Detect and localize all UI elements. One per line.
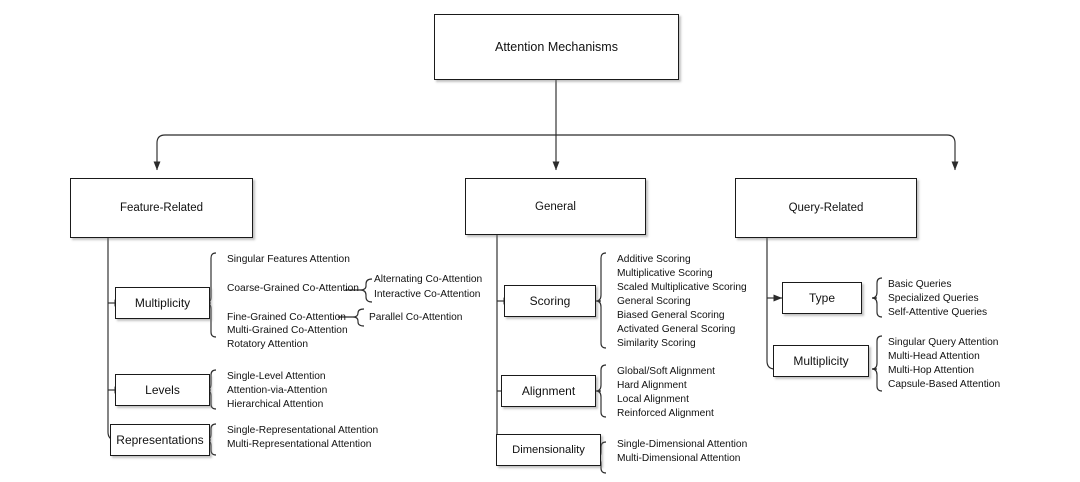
- brace-scoring: [595, 252, 607, 349]
- node-feature-related[interactable]: Feature-Related: [70, 178, 253, 238]
- node-query-related[interactable]: Query-Related: [735, 178, 917, 238]
- leaf-activated-general-scoring: Activated General Scoring: [617, 324, 736, 335]
- node-general[interactable]: General: [465, 178, 646, 235]
- leaf-multiplicative-scoring: Multiplicative Scoring: [617, 268, 713, 279]
- leaf-multi-hop-attention: Multi-Hop Attention: [888, 365, 975, 376]
- node-representations[interactable]: Representations: [110, 424, 210, 456]
- leaf-single-dimensional-attention: Single-Dimensional Attention: [617, 439, 748, 450]
- node-label: General: [535, 200, 576, 213]
- node-multiplicity-feature[interactable]: Multiplicity: [115, 287, 210, 319]
- leaf-coarse-grained-co-attention: Coarse-Grained Co-Attention: [227, 283, 359, 294]
- leaf-single-level-attention: Single-Level Attention: [227, 371, 326, 382]
- leaf-basic-queries: Basic Queries: [888, 279, 952, 290]
- leaf-local-alignment: Local Alignment: [617, 394, 689, 405]
- leaf-multi-head-attention: Multi-Head Attention: [888, 351, 980, 362]
- node-label: Representations: [116, 433, 204, 447]
- leaf-interactive-co-attention: Interactive Co-Attention: [374, 289, 481, 300]
- edge-root-to-query: [556, 134, 959, 171]
- leaf-additive-scoring: Additive Scoring: [617, 254, 691, 265]
- leaf-attention-via-attention: Attention-via-Attention: [227, 385, 328, 396]
- leaf-multi-dimensional-attention: Multi-Dimensional Attention: [617, 453, 741, 464]
- leaf-similarity-scoring: Similarity Scoring: [617, 338, 696, 349]
- leaf-capsule-based-attention: Capsule-Based Attention: [888, 379, 1001, 390]
- node-multiplicity-query[interactable]: Multiplicity: [773, 345, 869, 377]
- edge-feature-spine: [107, 238, 124, 444]
- leaf-singular-query-attention: Singular Query Attention: [888, 337, 999, 348]
- node-label: Scoring: [529, 294, 571, 308]
- node-label: Type: [808, 291, 835, 305]
- leaf-hierarchical-attention: Hierarchical Attention: [227, 399, 324, 410]
- leaf-singular-features-attention: Singular Features Attention: [227, 254, 350, 265]
- node-label: Alignment: [521, 384, 576, 398]
- node-levels[interactable]: Levels: [115, 374, 210, 406]
- node-dimensionality[interactable]: Dimensionality: [496, 434, 601, 466]
- edge-root-to-feature: [153, 134, 556, 171]
- leaf-fine-grained-co-attention: Fine-Grained Co-Attention: [227, 312, 346, 323]
- leaf-self-attentive-queries: Self-Attentive Queries: [888, 307, 988, 318]
- node-label: Multiplicity: [793, 354, 849, 368]
- leaf-scaled-multiplicative-scoring: Scaled Multiplicative Scoring: [617, 282, 747, 293]
- node-type[interactable]: Type: [782, 282, 862, 314]
- leaf-reinforced-alignment: Reinforced Alignment: [617, 408, 714, 419]
- leaf-alternating-co-attention: Alternating Co-Attention: [374, 274, 483, 285]
- node-label: Dimensionality: [512, 444, 585, 456]
- node-label: Query-Related: [788, 202, 864, 214]
- node-label: Levels: [145, 383, 180, 397]
- node-label: Multiplicity: [134, 296, 191, 310]
- leaf-single-representational-attention: Single-Representational Attention: [227, 425, 379, 436]
- leaf-multi-representational-attention: Multi-Representational Attention: [227, 439, 372, 450]
- leaf-multi-grained-co-attention: Multi-Grained Co-Attention: [227, 325, 348, 336]
- node-label: Attention Mechanisms: [495, 40, 618, 54]
- edge-general-spine: [496, 235, 513, 462]
- leaf-rotatory-attention: Rotatory Attention: [227, 339, 308, 350]
- leaf-biased-general-scoring: Biased General Scoring: [617, 310, 725, 321]
- leaf-global-soft-alignment: Global/Soft Alignment: [617, 366, 715, 377]
- leaf-general-scoring: General Scoring: [617, 296, 691, 307]
- node-attention-mechanisms[interactable]: Attention Mechanisms: [434, 14, 679, 80]
- brace-type: [871, 277, 883, 318]
- leaf-hard-alignment: Hard Alignment: [617, 380, 687, 391]
- brace-alignment: [595, 364, 607, 418]
- leaf-parallel-co-attention: Parallel Co-Attention: [369, 312, 463, 323]
- node-scoring[interactable]: Scoring: [504, 285, 596, 317]
- brace-multiplicity-query: [871, 335, 883, 392]
- leaf-specialized-queries: Specialized Queries: [888, 293, 979, 304]
- node-alignment[interactable]: Alignment: [501, 375, 596, 407]
- node-label: Feature-Related: [119, 202, 204, 214]
